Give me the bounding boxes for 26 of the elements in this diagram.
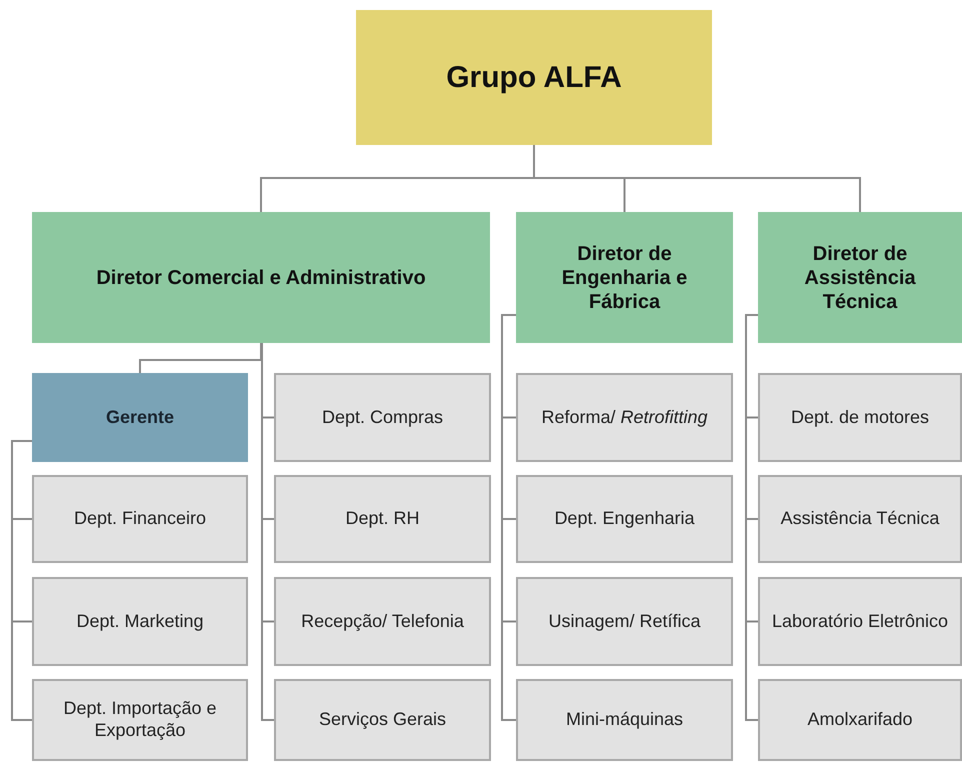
department-box: Dept. RH bbox=[274, 475, 491, 563]
connector-line bbox=[533, 145, 861, 212]
director-box: Diretor de Assistência Técnica bbox=[758, 212, 962, 343]
manager-box: Gerente bbox=[32, 373, 248, 462]
department-box: Usinagem/ Retífica bbox=[516, 577, 733, 666]
department-box: Dept. Importação e Exportação bbox=[32, 679, 248, 761]
department-box: Mini-máquinas bbox=[516, 679, 733, 761]
connector-line bbox=[745, 314, 758, 721]
department-box: Dept. de motores bbox=[758, 373, 962, 462]
director-box: Diretor de Engenharia e Fábrica bbox=[516, 212, 733, 343]
department-box: Dept. Financeiro bbox=[32, 475, 248, 563]
connector-line bbox=[501, 314, 516, 721]
department-box: Assistência Técnica bbox=[758, 475, 962, 563]
department-box: Dept. Compras bbox=[274, 373, 491, 462]
department-box: Laboratório Eletrônico bbox=[758, 577, 962, 666]
department-box: Dept. Engenharia bbox=[516, 475, 733, 563]
connector-line bbox=[11, 440, 32, 721]
director-box: Diretor Comercial e Administrativo bbox=[32, 212, 490, 343]
connector-line bbox=[261, 343, 274, 721]
department-box: Reforma/ Retrofitting bbox=[516, 373, 733, 462]
department-box: Recepção/ Telefonia bbox=[274, 577, 491, 666]
department-box: Serviços Gerais bbox=[274, 679, 491, 761]
department-box: Amolxarifado bbox=[758, 679, 962, 761]
root-box: Grupo ALFA bbox=[356, 10, 712, 145]
connector-line bbox=[139, 343, 262, 373]
department-box: Dept. Marketing bbox=[32, 577, 248, 666]
